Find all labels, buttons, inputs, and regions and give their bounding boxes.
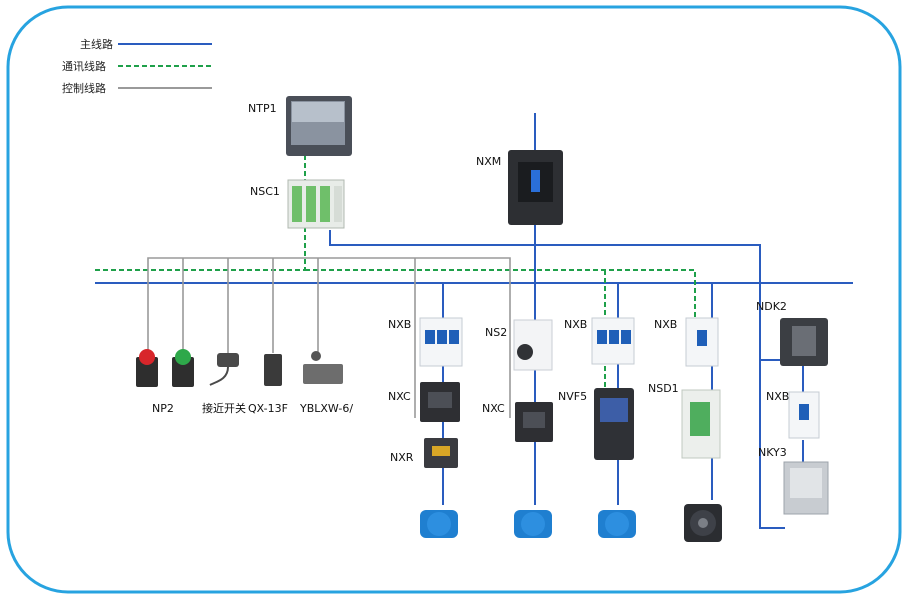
branch-3: NXB NVF5 [558, 317, 635, 460]
yblxw-limit-switch: YBLXW-6/ [299, 351, 353, 415]
sensor-label: 接近开关 [202, 401, 246, 415]
nxb-4-label: NXB [654, 318, 677, 331]
nxb-3-label: NXB [564, 318, 587, 331]
yblxw-label: YBLXW-6/ [299, 402, 353, 415]
nxc-2-label: NXC [482, 402, 505, 415]
qx-label: QX-13F [248, 402, 288, 415]
ntp1-label: NTP1 [248, 102, 277, 115]
ns2-label: NS2 [485, 326, 507, 339]
legend-comm-label: 通讯线路 [62, 59, 106, 73]
diagram-frame [6, 5, 902, 594]
nxb-5-label: NXB [766, 390, 789, 403]
nsc1-label: NSC1 [250, 185, 280, 198]
legend-control-label: 控制线路 [62, 81, 106, 95]
motor-3 [598, 510, 636, 538]
legend: 主线路 通讯线路 控制线路 [62, 37, 212, 95]
nxm-breaker: NXM [476, 150, 563, 225]
nxm-label: NXM [476, 155, 501, 168]
nxc-1-label: NXC [388, 390, 411, 403]
branch-1: NXB NXC NXR [388, 317, 463, 468]
np2-label: NP2 [152, 402, 174, 415]
main-lines [95, 113, 853, 529]
branch-2: NS2 NXC [482, 319, 553, 442]
nky3-label: NKY3 [758, 446, 787, 459]
nxr-label: NXR [390, 451, 414, 464]
ntp1-hmi: NTP1 [248, 96, 352, 156]
motor-1 [420, 510, 458, 538]
np2-buttons: NP2 [136, 349, 194, 415]
right-column: NDK2 NXB NKY3 [756, 300, 829, 515]
servo-motor [684, 504, 722, 542]
control-lines [147, 257, 511, 418]
branch-4: NXB NSD1 [648, 317, 721, 459]
legend-main-label: 主线路 [80, 37, 113, 51]
ndk2-label: NDK2 [756, 300, 787, 313]
nsc1-plc: NSC1 [250, 179, 345, 229]
qx13f-relay: QX-13F [248, 354, 288, 415]
nsd1-label: NSD1 [648, 382, 679, 395]
motor-2 [514, 510, 552, 538]
nvf5-label: NVF5 [558, 390, 587, 403]
nxb-1-label: NXB [388, 318, 411, 331]
proximity-sensor: 接近开关 [202, 353, 246, 415]
